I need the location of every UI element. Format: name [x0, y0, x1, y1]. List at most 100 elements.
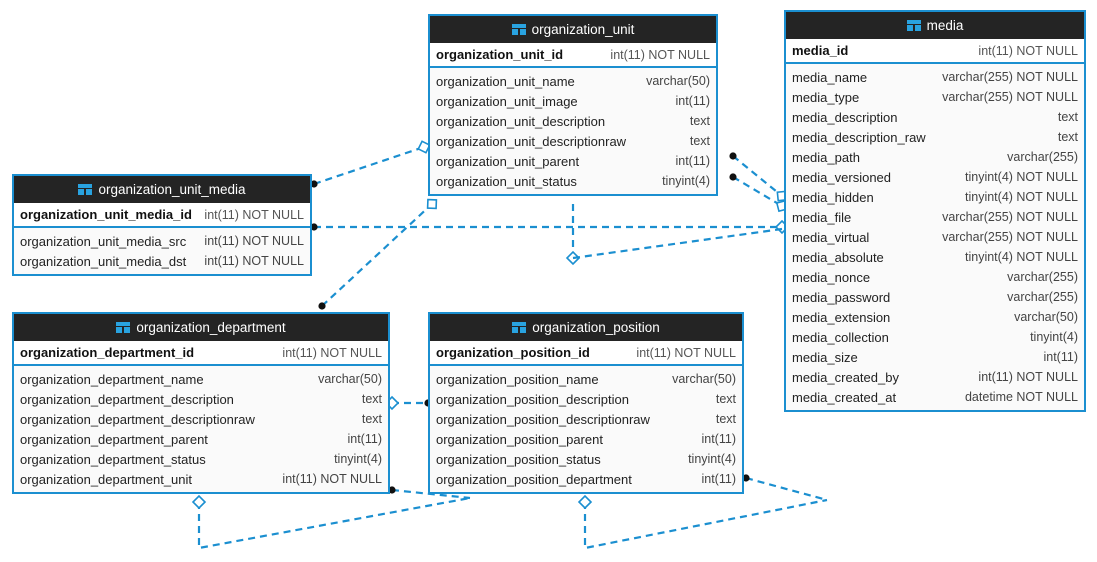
field-name: media_description: [792, 109, 898, 125]
field-name: organization_unit_media_src: [20, 233, 187, 249]
relation-line: [572, 227, 783, 260]
field-type: varchar(255) NOT NULL: [942, 70, 1078, 84]
field-type: datetime NOT NULL: [964, 390, 1078, 404]
relation-rel-unit-image-to-media[interactable]: [729, 152, 790, 204]
table-header-media[interactable]: media: [786, 12, 1084, 39]
table-title: organization_unit_media: [98, 182, 246, 197]
relation-rel-dept-to-unit[interactable]: [318, 196, 440, 310]
field-name: organization_unit_image: [436, 93, 578, 109]
rel-dept-to-unit-target-diamond-marker: [426, 198, 438, 210]
field-type: int(11) NOT NULL: [204, 207, 304, 222]
field-row[interactable]: media_password varchar(255): [786, 287, 1084, 307]
table-header-organization_unit[interactable]: organization_unit: [430, 16, 716, 43]
relation-line: [321, 203, 433, 307]
table-header-organization_department[interactable]: organization_department: [14, 314, 388, 341]
field-type: int(11) NOT NULL: [204, 254, 304, 268]
field-type: int(11) NOT NULL: [610, 47, 710, 62]
table-header-organization_position[interactable]: organization_position: [430, 314, 742, 341]
field-name: organization_department_description: [20, 391, 234, 407]
table-organization_department[interactable]: organization_department organization_depa…: [12, 312, 390, 494]
field-type: tinyint(4): [688, 452, 736, 466]
relation-rel-unit-status-to-media[interactable]: [729, 173, 790, 214]
field-row[interactable]: media_extension varchar(50): [786, 307, 1084, 327]
relation-rel-oum-dst-to-media[interactable]: [310, 219, 790, 235]
relation-rel-dept-desc-to-pos[interactable]: [384, 395, 432, 411]
relation-rel-unit-bottom-to-media[interactable]: [572, 227, 783, 260]
table-title: organization_position: [532, 320, 660, 335]
relation-rel-unit-down-to-bottom[interactable]: [565, 204, 581, 266]
relation-rel-pos-dept-to-right[interactable]: [742, 474, 828, 502]
table-icon: [511, 24, 526, 35]
table-title: organization_department: [136, 320, 286, 335]
rel-unit-status-to-media-source-dot-marker: [729, 173, 737, 181]
table-organization_position[interactable]: organization_position organization_positi…: [428, 312, 744, 494]
relation-line: [583, 498, 828, 550]
field-type: int(11): [1043, 350, 1078, 364]
table-icon: [906, 20, 921, 31]
field-type: varchar(50): [1014, 310, 1078, 324]
field-name: media_password: [792, 289, 891, 305]
rel-pos-down-source-diamond-marker: [577, 494, 593, 510]
field-name: organization_department_unit: [20, 471, 193, 487]
field-type: varchar(255): [1007, 290, 1078, 304]
field-name: media_type: [792, 89, 860, 105]
field-name: organization_department_parent: [20, 431, 208, 447]
table-header-organization_unit_media[interactable]: organization_unit_media: [14, 176, 310, 203]
table-organization_unit_media[interactable]: organization_unit_media organization_unit…: [12, 174, 312, 276]
relation-rel-oum-src-to-unit[interactable]: [310, 139, 431, 188]
field-name: organization_unit_descriptionraw: [436, 133, 627, 149]
field-type: text: [715, 392, 736, 406]
relation-rel-dept-unit-down[interactable]: [191, 494, 471, 550]
field-type: int(11): [675, 154, 710, 168]
relation-rel-pos-down[interactable]: [577, 494, 828, 550]
field-type: int(11) NOT NULL: [636, 345, 736, 360]
field-type: varchar(255) NOT NULL: [942, 230, 1078, 244]
field-name: media_extension: [792, 309, 891, 325]
field-name: media_path: [792, 149, 860, 165]
